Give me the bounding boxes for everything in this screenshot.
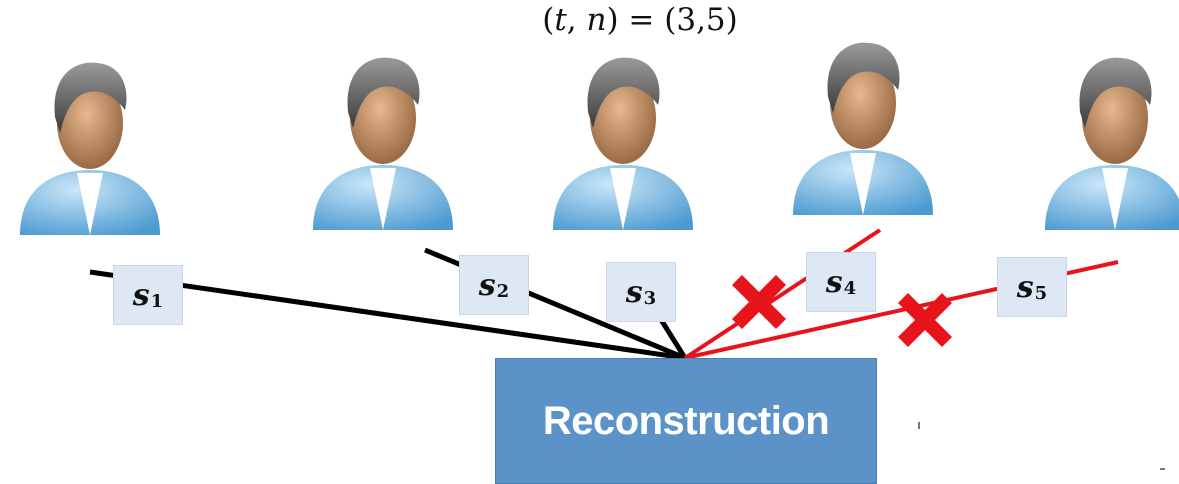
person-icon: [1040, 50, 1179, 230]
line-share-1: [89, 269, 686, 361]
reconstruction-box: Reconstruction: [495, 358, 877, 484]
stray-mark: [918, 422, 920, 429]
person-icon: [15, 55, 165, 235]
stray-mark: [1160, 468, 1165, 470]
person-icon: [788, 35, 938, 215]
person-icon: [308, 50, 458, 230]
person-icon: [548, 50, 698, 230]
cross-icon: [898, 293, 952, 347]
threshold-formula: (t, n) = (3,5): [542, 2, 738, 38]
line-share-4: [683, 228, 882, 360]
reconstruction-label: Reconstruction: [542, 398, 830, 443]
cross-icon: [732, 275, 786, 329]
